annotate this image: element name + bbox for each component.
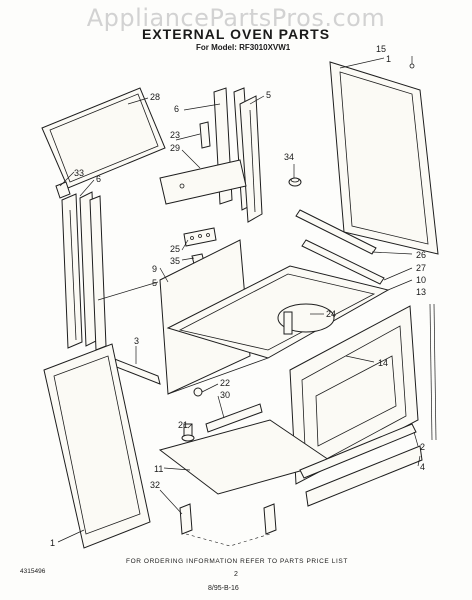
part-30-brace <box>205 403 263 433</box>
leader-lines <box>57 57 421 543</box>
part-6-left-upright <box>61 191 99 349</box>
callout-23: 23 <box>170 130 180 140</box>
callout-32: 32 <box>150 480 160 490</box>
callout-5-top: 5 <box>266 90 271 100</box>
part-29-cross-brace <box>159 159 247 205</box>
callout-21: 21 <box>178 420 188 430</box>
diagram-title: EXTERNAL OVEN PARTS <box>142 26 331 42</box>
callout-9: 9 <box>152 264 157 274</box>
callout-6-top: 6 <box>174 104 179 114</box>
callout-35: 35 <box>170 256 180 266</box>
callout-34: 34 <box>284 152 294 162</box>
document-number: 4315496 <box>20 568 46 575</box>
callout-24: 24 <box>326 309 336 319</box>
bottom-code: 8/95-B-16 <box>208 585 239 592</box>
part-14-front-frame <box>289 305 419 485</box>
part-25-terminal-block <box>183 227 217 247</box>
callout-10: 10 <box>416 275 426 285</box>
part-32-leg-bracket <box>179 503 277 547</box>
part-26-strip <box>295 209 377 255</box>
part-13-side-trim <box>429 303 437 441</box>
callout-25: 25 <box>170 244 180 254</box>
part-9-oven-cavity <box>159 239 390 395</box>
part-1-oven-door <box>43 343 151 549</box>
callout-4: 4 <box>420 462 425 472</box>
part-28-rear-panel <box>41 87 166 189</box>
callout-1-top: 1 <box>386 54 391 64</box>
part-22-clip <box>193 387 203 397</box>
part-1-door-frame-top <box>329 61 439 255</box>
callout-22: 22 <box>220 378 230 388</box>
part-21-foot <box>181 423 195 442</box>
part-2-base-strip <box>299 423 417 479</box>
callout-3: 3 <box>134 336 139 346</box>
callout-27: 27 <box>416 263 426 273</box>
ordering-note: FOR ORDERING INFORMATION REFER TO PARTS … <box>126 558 348 565</box>
part-24-bake-element <box>277 303 335 335</box>
page-number: 2 <box>234 571 238 578</box>
part-34-grommet <box>288 177 302 187</box>
part-23-bracket <box>199 121 211 149</box>
callout-33: 33 <box>74 168 84 178</box>
callout-28: 28 <box>150 92 160 102</box>
callout-1-bottom: 1 <box>50 538 55 548</box>
part-15-screw <box>409 56 415 69</box>
part-4-kick-plate <box>305 445 423 507</box>
callout-30: 30 <box>220 390 230 400</box>
callout-5-left: 5 <box>152 278 157 288</box>
callout-11: 11 <box>154 464 163 474</box>
callout-26: 26 <box>416 250 426 260</box>
callout-6-left: 6 <box>96 174 101 184</box>
model-line: For Model: RF3010XVW1 <box>196 43 291 52</box>
part-27-strip <box>301 239 385 285</box>
watermark-text: AppliancePartsPros.com <box>86 4 386 32</box>
callout-2: 2 <box>420 442 425 452</box>
callout-15: 15 <box>376 44 386 54</box>
callout-13: 13 <box>416 287 426 297</box>
callout-14: 14 <box>378 358 388 368</box>
callout-labels: 15 1 28 6 5 23 29 34 33 6 25 35 9 5 26 2… <box>50 44 426 548</box>
callout-29: 29 <box>170 143 180 153</box>
